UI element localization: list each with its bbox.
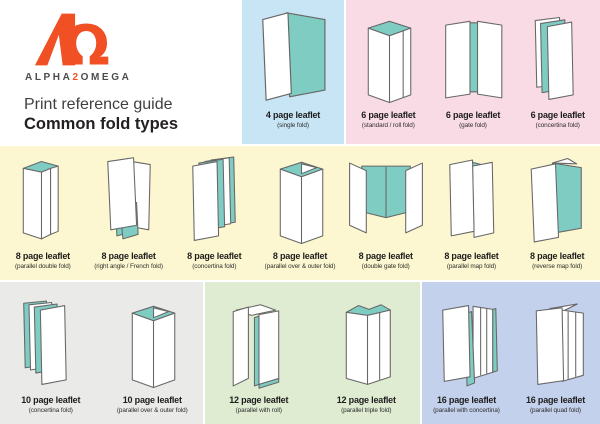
parallel-double-diagram-icon xyxy=(22,161,59,240)
fold-item-title: 6 page leaflet xyxy=(530,110,585,120)
guide-title: Print reference guide xyxy=(24,96,173,113)
fold-item-concertina-10: 10 page leaflet (concertina fold) xyxy=(0,282,102,424)
fold-item-subtitle: (parallel quad fold) xyxy=(530,407,581,414)
fold-item-concertina-6: 6 page leaflet (concertina fold) xyxy=(515,0,600,144)
fold-item-title: 12 page leaflet xyxy=(229,395,289,405)
fold-item-single-fold: 4 page leaflet (single fold) xyxy=(242,0,344,144)
parallel-with-concertina-diagram-icon xyxy=(441,305,498,387)
fold-item-subtitle: (parallel double fold) xyxy=(15,263,71,270)
fold-item-title: 16 page leaflet xyxy=(436,395,497,405)
fold-item-subtitle: (single fold) xyxy=(277,122,309,129)
section-16-page-leaflet: 16 page leaflet (parallel with concertina… xyxy=(422,282,600,424)
parallel-quad-diagram-icon xyxy=(535,303,584,385)
fold-item-title: 10 page leaflet xyxy=(21,395,81,405)
fold-item-title: 10 page leaflet xyxy=(122,395,182,405)
logo-wordmark: ALPHA2OMEGA xyxy=(25,72,131,83)
fold-item-double-gate: 8 page leaflet (double gate fold) xyxy=(343,146,429,280)
fold-item-title: 8 page leaflet xyxy=(530,251,585,261)
fold-item-parallel-over-outer: 10 page leaflet (parallel over & outer fo… xyxy=(102,282,204,424)
header: Ω ALPHA2OMEGA Print reference guide Comm… xyxy=(0,0,242,144)
fold-item-roll-fold: 6 page leaflet (standard / roll fold) xyxy=(346,0,431,144)
fold-item-parallel-quad: 16 page leaflet (parallel quad fold) xyxy=(511,282,600,424)
fold-item-reverse-map: 8 page leaflet (reverse map fold) xyxy=(514,146,600,280)
svg-text:Ω: Ω xyxy=(63,14,110,68)
fold-item-subtitle: (parallel triple fold) xyxy=(341,407,392,414)
fold-item-title: 8 page leaflet xyxy=(187,251,242,261)
fold-item-title: 8 page leaflet xyxy=(358,251,413,261)
fold-item-subtitle: (parallel over & outer fold) xyxy=(116,407,188,414)
fold-item-gate-fold: 6 page leaflet (gate fold) xyxy=(431,0,516,144)
fold-item-subtitle: (parallel with roll) xyxy=(235,407,282,414)
logo-word-left: ALPHA xyxy=(25,72,73,83)
reverse-map-diagram-icon xyxy=(530,157,582,243)
section-10-page-leaflet: 10 page leaflet(concertina fold)10 page … xyxy=(0,282,203,424)
logo-word-right: OMEGA xyxy=(80,72,132,83)
section-6-page-leaflet: 6 page leaflet(standard / roll fold)6 pa… xyxy=(346,0,600,144)
fold-item-parallel-double: 8 page leaflet (parallel double fold) xyxy=(0,146,86,280)
fold-item-title: 8 page leaflet xyxy=(15,251,70,261)
parallel-triple-diagram-icon xyxy=(346,304,392,385)
fold-item-parallel-triple: 12 page leaflet (parallel triple fold) xyxy=(313,282,421,424)
fold-item-title: 8 page leaflet xyxy=(444,251,499,261)
fold-item-title: 8 page leaflet xyxy=(272,251,328,261)
concertina-8-diagram-icon xyxy=(192,156,237,241)
concertina-10-diagram-icon xyxy=(22,300,67,385)
parallel-with-roll-diagram-icon xyxy=(232,304,279,389)
fold-item-subtitle: (reverse map fold) xyxy=(532,263,583,270)
fold-item-subtitle: (right angle / French fold) xyxy=(94,263,163,270)
single-fold-diagram-icon xyxy=(262,12,326,101)
section-4-page-leaflet: 4 page leaflet (single fold) xyxy=(242,0,344,144)
parallel-over-outer-diagram-icon xyxy=(132,305,176,388)
alpha-omega-logo-icon: Ω xyxy=(34,13,110,68)
parallel-over-outer-diagram-icon xyxy=(279,161,324,244)
fold-item-subtitle: (parallel map fold) xyxy=(446,263,497,270)
fold-item-parallel-map: 8 page leaflet (parallel map fold) xyxy=(429,146,515,280)
fold-item-title: 6 page leaflet xyxy=(445,110,501,120)
logo-word-digit: 2 xyxy=(72,72,81,83)
fold-item-concertina-8: 8 page leaflet (concertina fold) xyxy=(171,146,257,280)
french-fold-diagram-icon xyxy=(106,157,151,240)
fold-item-subtitle: (parallel over & outer fold) xyxy=(264,263,336,270)
fold-item-subtitle: (gate fold) xyxy=(459,122,487,129)
fold-item-subtitle: (standard / roll fold) xyxy=(361,122,415,129)
roll-fold-diagram-icon xyxy=(368,20,412,103)
fold-item-subtitle: (concertina fold) xyxy=(192,263,237,270)
guide-subtitle: Common fold types xyxy=(24,115,179,133)
parallel-map-diagram-icon xyxy=(449,159,495,238)
fold-item-subtitle: (parallel with concertina) xyxy=(433,407,500,414)
section-12-page-leaflet: 12 page leaflet(parallel with roll)12 pa… xyxy=(205,282,420,424)
fold-item-parallel-with-roll: 12 page leaflet (parallel with roll) xyxy=(205,282,313,424)
fold-item-title: 4 page leaflet xyxy=(265,110,321,120)
fold-item-title: 16 page leaflet xyxy=(525,395,586,405)
fold-item-title: 12 page leaflet xyxy=(336,395,396,405)
fold-item-french-fold: 8 page leaflet (right angle / French fold… xyxy=(86,146,172,280)
fold-item-subtitle: (concertina fold) xyxy=(535,122,580,129)
fold-item-title: 6 page leaflet xyxy=(361,110,416,120)
concertina-6-diagram-icon xyxy=(534,16,574,100)
gate-fold-diagram-icon xyxy=(445,20,503,99)
fold-item-title: 8 page leaflet xyxy=(101,251,156,261)
section-8-page-leaflet: 8 page leaflet(parallel double fold)8 pa… xyxy=(0,146,600,280)
fold-item-subtitle: (double gate fold) xyxy=(361,263,410,270)
fold-item-subtitle: (concertina fold) xyxy=(28,407,73,414)
double-gate-diagram-icon xyxy=(348,162,423,234)
fold-item-parallel-over-outer: 8 page leaflet (parallel over & outer fol… xyxy=(257,146,343,280)
fold-item-parallel-with-concertina: 16 page leaflet (parallel with concertina… xyxy=(422,282,511,424)
